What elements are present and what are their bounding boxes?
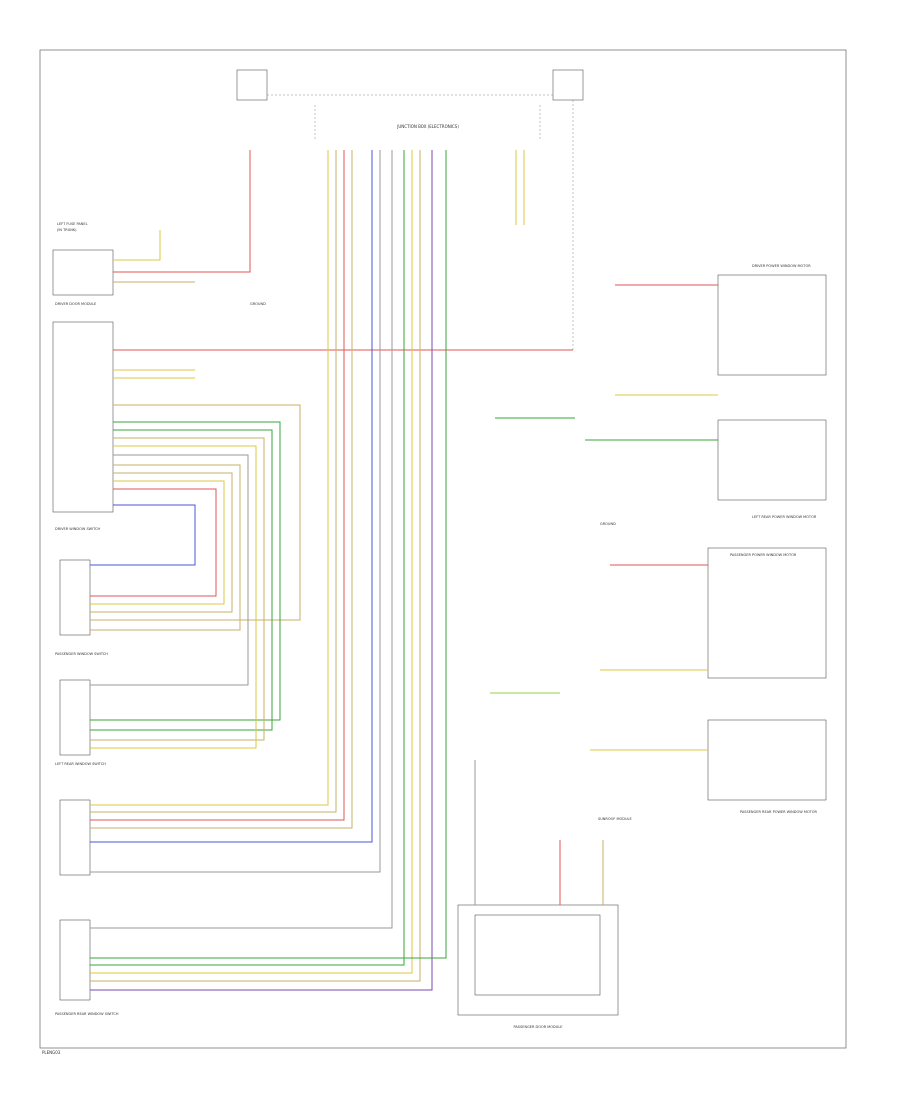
wire-29	[90, 150, 447, 959]
junction-box-label: JUNCTION BOX (ELECTRONICS)	[396, 124, 459, 129]
wire-23	[90, 150, 381, 873]
window-motor-1-label: DRIVER POWER WINDOW MOTOR	[752, 264, 811, 268]
window-motor-4	[707, 719, 827, 801]
wire-22	[90, 150, 373, 843]
wire-12	[90, 454, 249, 686]
diagram-frame	[39, 49, 847, 1049]
driver-door-module	[52, 321, 114, 513]
wire-1	[113, 150, 251, 273]
wire-2	[113, 230, 161, 261]
wire-group	[90, 150, 718, 991]
window-switch-1-label: DRIVER WINDOW SWITCH	[55, 527, 101, 531]
wire-20	[90, 150, 345, 821]
wire-8	[90, 421, 281, 721]
wire-24	[90, 150, 393, 929]
top-connector-left	[236, 69, 268, 101]
wire-7	[90, 404, 301, 621]
window-motor-2	[717, 419, 827, 501]
driver-door-module-label: DRIVER DOOR MODULE	[55, 302, 96, 306]
wire-19	[90, 150, 337, 813]
wire-26	[90, 150, 413, 974]
passenger-door-module-label: PASSENGER DOOR MODULE	[514, 1025, 563, 1029]
ground-label-top: GROUND	[250, 302, 266, 306]
wire-17	[90, 504, 196, 566]
wire-21	[90, 150, 353, 829]
wire-10	[90, 437, 265, 741]
wire-18	[90, 150, 329, 806]
wire-9	[90, 429, 273, 731]
left-fuse-panel-sublabel: (IN TRUNK)	[57, 228, 77, 232]
window-switch-1	[59, 559, 91, 636]
passenger-door-module	[457, 904, 619, 1016]
ground-label-bottom: GROUND	[600, 522, 616, 526]
window-switch-3	[59, 799, 91, 876]
wire-11	[90, 445, 257, 749]
wire-27	[90, 150, 421, 982]
window-motor-4-label: PASSENGER REAR POWER WINDOW MOTOR	[740, 810, 817, 814]
wire-16	[90, 488, 217, 597]
window-motor-3	[707, 547, 827, 679]
wire-15	[90, 480, 225, 605]
window-switch-3-label: LEFT REAR WINDOW SWITCH	[55, 762, 106, 766]
footer-code: PLENG03	[42, 1050, 61, 1055]
left-fuse-panel-label: LEFT FUSE PANEL	[57, 222, 88, 226]
window-motor-3-label: PASSENGER POWER WINDOW MOTOR	[730, 553, 797, 557]
window-switch-4-label: PASSENGER REAR WINDOW SWITCH	[55, 1012, 119, 1016]
window-switch-2-label: PASSENGER WINDOW SWITCH	[55, 652, 108, 656]
passenger-door-module-inner	[474, 914, 601, 996]
wire-14	[90, 472, 233, 613]
sunroof-module-label: SUNROOF MODULE	[598, 817, 632, 821]
wire-13	[90, 464, 241, 631]
window-switch-2	[59, 679, 91, 756]
top-connector-right	[552, 69, 584, 101]
window-switch-4	[59, 919, 91, 1001]
left-fuse-panel	[52, 249, 114, 296]
wire-25	[90, 150, 405, 966]
window-motor-1	[717, 274, 827, 376]
wire-28	[90, 150, 433, 991]
window-motor-2-label: LEFT REAR POWER WINDOW MOTOR	[752, 515, 817, 519]
